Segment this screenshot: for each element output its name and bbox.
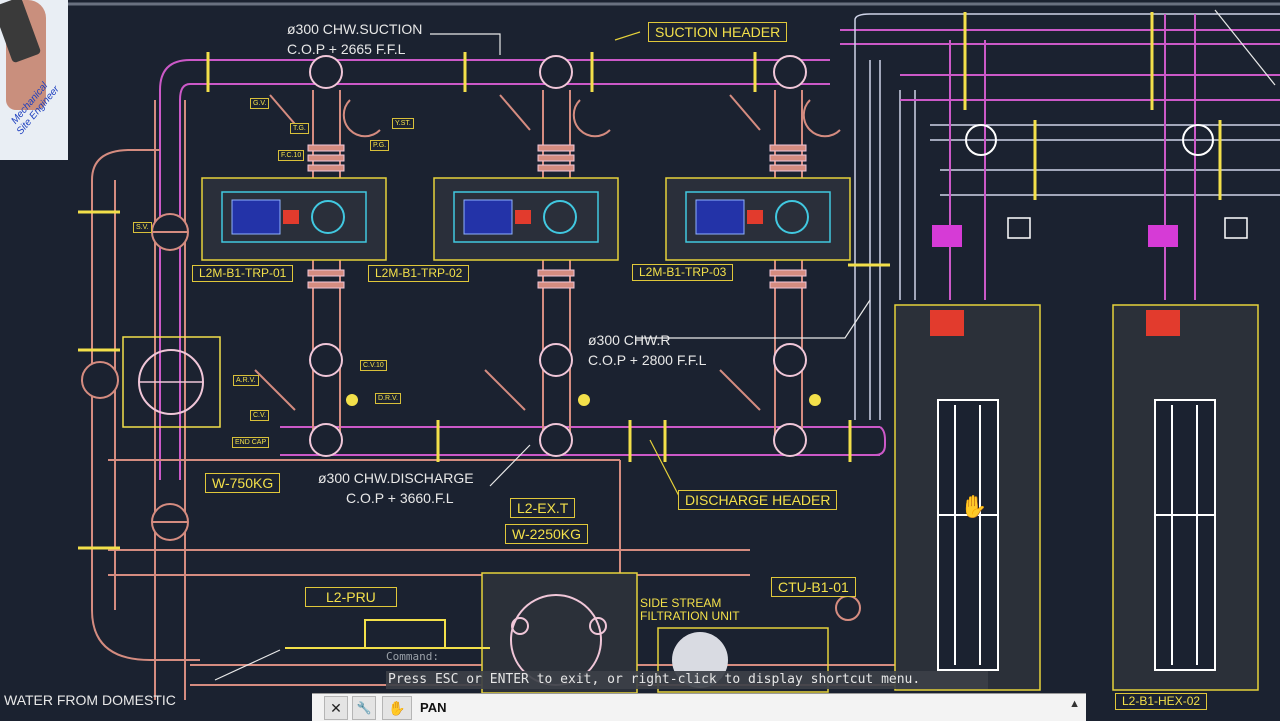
suction-pipe-size: ø300 CHW.SUCTION	[287, 21, 423, 37]
air-separator	[122, 336, 221, 428]
command-line-bar: ✕ 🔧 ✋ ▲	[312, 693, 1086, 721]
weight-label-large: W-2250KG	[505, 524, 588, 544]
right-return-pipes	[900, 14, 1280, 300]
discharge-pipe-label: ø300 CHW.DISCHARGE C.O.P + 3660.F.L	[318, 468, 474, 508]
valve-symbols	[254, 94, 841, 411]
leader-lines-yellow	[614, 31, 681, 499]
discharge-pipe-cop: C.O.P + 3660.F.L	[346, 490, 454, 506]
tag-yst: Y.ST.	[392, 118, 414, 129]
header-flanges	[309, 55, 807, 457]
discharge-pipe-size: ø300 CHW.DISCHARGE	[318, 470, 474, 486]
expansion-tank-label: L2-EX.T	[510, 498, 576, 518]
tag-end-cap: END CAP	[232, 437, 270, 448]
command-input[interactable]	[420, 697, 1060, 717]
check-valves	[346, 394, 821, 406]
tag-arv: A.R.V.	[233, 375, 259, 386]
pump-base-1	[201, 177, 387, 261]
suction-header-pipe	[159, 29, 1280, 480]
pump-label-1: L2M-B1-TRP-01	[192, 265, 294, 282]
tag-drv: D.R.V.	[375, 393, 401, 404]
discharge-header-label: DISCHARGE HEADER	[678, 490, 838, 510]
command-prompt: Press ESC or ENTER to exit, or right-cli…	[386, 671, 988, 689]
heat-exchanger-2	[1112, 304, 1259, 691]
hand-pan-icon[interactable]: ✋	[382, 696, 412, 720]
pru-line	[285, 619, 490, 649]
side-stream-line1: SIDE STREAM	[640, 596, 722, 610]
flex-connectors	[307, 144, 807, 289]
suction-header-label: SUCTION HEADER	[648, 22, 788, 42]
hx-valves	[930, 124, 1248, 336]
close-command-button[interactable]: ✕	[324, 696, 348, 720]
command-history: Command:	[386, 650, 439, 663]
side-stream-label: SIDE STREAM FILTRATION UNIT	[640, 597, 740, 623]
weight-label-small: W-750KG	[205, 473, 281, 493]
riser-valves	[81, 213, 189, 541]
tag-tg: T.G.	[290, 123, 309, 134]
ctu-label: CTU-B1-01	[771, 577, 856, 597]
return-pipe-cop: C.O.P + 2800 F.F.L	[588, 352, 707, 368]
return-pipe-label: ø300 CHW.R C.O.P + 2800 F.F.L	[588, 330, 706, 370]
customize-button[interactable]: 🔧	[352, 696, 376, 720]
tag-sv: S.V.	[133, 222, 152, 233]
side-stream-line2: FILTRATION UNIT	[640, 609, 740, 623]
pan-cursor-icon: ✋	[960, 494, 988, 519]
hex-label: L2-B1-HEX-02	[1115, 693, 1208, 710]
return-pipe-size: ø300 CHW.R	[588, 332, 671, 348]
tag-pg: P.G.	[370, 140, 390, 151]
tag-cv: C.V.	[250, 410, 269, 421]
tag-cv10: C.V.10	[360, 360, 387, 371]
pipe-supports	[78, 12, 1222, 550]
water-from-label: WATER FROM DOMESTIC	[4, 692, 176, 708]
suction-pipe-cop: C.O.P + 2665 F.F.L	[287, 41, 406, 57]
channel-logo: Mechanical Site Engineer	[0, 0, 68, 160]
suction-pipe-label: ø300 CHW.SUCTION C.O.P + 2665 F.F.L	[287, 19, 422, 59]
leader-lines	[214, 9, 1276, 681]
tag-gv: G.V.	[250, 98, 270, 109]
pump-base-2	[433, 177, 619, 261]
pru-label: L2-PRU	[305, 587, 397, 607]
heat-exchanger-1	[894, 304, 1041, 691]
pump-base-3	[665, 177, 851, 261]
tag-fc: F.C.10	[278, 150, 305, 161]
pump-label-3: L2M-B1-TRP-03	[632, 264, 734, 281]
command-scroll-icon[interactable]: ▲	[1069, 698, 1080, 710]
pump-label-2: L2M-B1-TRP-02	[368, 265, 470, 282]
right-pipe-bundle	[854, 13, 1280, 420]
